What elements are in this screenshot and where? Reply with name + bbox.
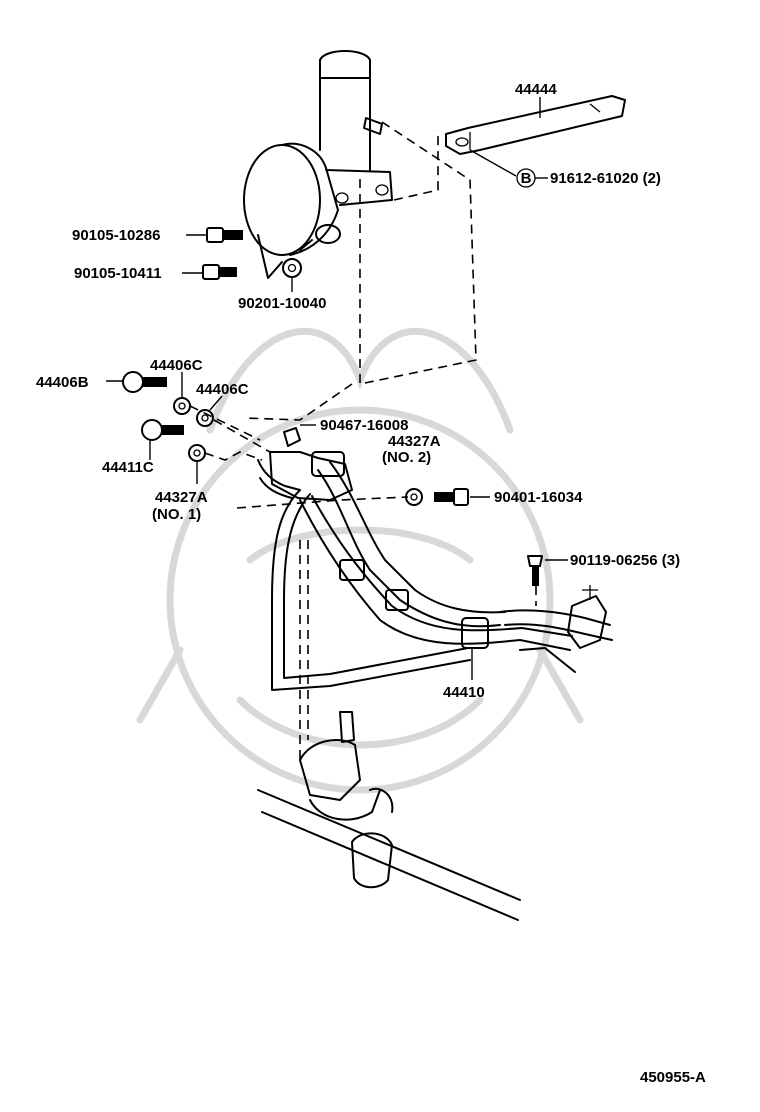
label-44327A-no1: 44327A (155, 489, 208, 506)
power-steering-pump (243, 50, 393, 279)
bolt-90119-06256 (527, 555, 543, 586)
assembly-dashed-lines (189, 121, 537, 760)
washer-44406C-b (196, 409, 214, 427)
gasket-44327A-no2 (405, 488, 423, 506)
callout-badge-b: B (516, 168, 536, 188)
badge-letter: B (521, 170, 532, 187)
bolt-90401-16034 (434, 488, 469, 506)
label-90467-16008: 90467-16008 (320, 417, 408, 434)
gasket-44327A-no1 (188, 444, 206, 462)
label-44406C-upper: 44406C (150, 357, 203, 374)
label-44327A-no2: 44327A (388, 433, 441, 450)
union-bolt-44406B (122, 371, 167, 393)
washer-44406C-a (173, 397, 191, 415)
label-44327A-no1-sub: (NO. 1) (152, 506, 201, 523)
label-91612-61020: 91612-61020 (2) (550, 170, 661, 187)
watermark-emblem (136, 327, 584, 794)
label-44411C: 44411C (102, 459, 154, 476)
label-90119-06256: 90119-06256 (3) (570, 552, 680, 569)
bracket-44444 (445, 95, 626, 155)
bolt-90105-10286 (206, 227, 243, 243)
label-44444: 44444 (515, 81, 557, 98)
label-44406C-lower: 44406C (196, 381, 249, 398)
label-44327A-no2-sub: (NO. 2) (382, 449, 431, 466)
steering-gear (257, 711, 521, 921)
nut-90201-10040 (282, 258, 302, 278)
label-44410: 44410 (443, 684, 485, 701)
union-bolt-44411C (141, 419, 184, 441)
label-90201-10040: 90201-10040 (238, 295, 326, 312)
clip-90467-16008 (283, 427, 301, 447)
hose-assembly-44410 (257, 451, 613, 691)
label-90401-16034: 90401-16034 (494, 489, 583, 506)
leader-lines (106, 97, 568, 680)
label-90105-10286: 90105-10286 (72, 227, 160, 244)
label-44406B: 44406B (36, 374, 89, 391)
label-90105-10411: 90105-10411 (74, 265, 162, 282)
diagram-id: 450955-A (640, 1069, 706, 1086)
bolt-90105-10411 (202, 264, 237, 280)
